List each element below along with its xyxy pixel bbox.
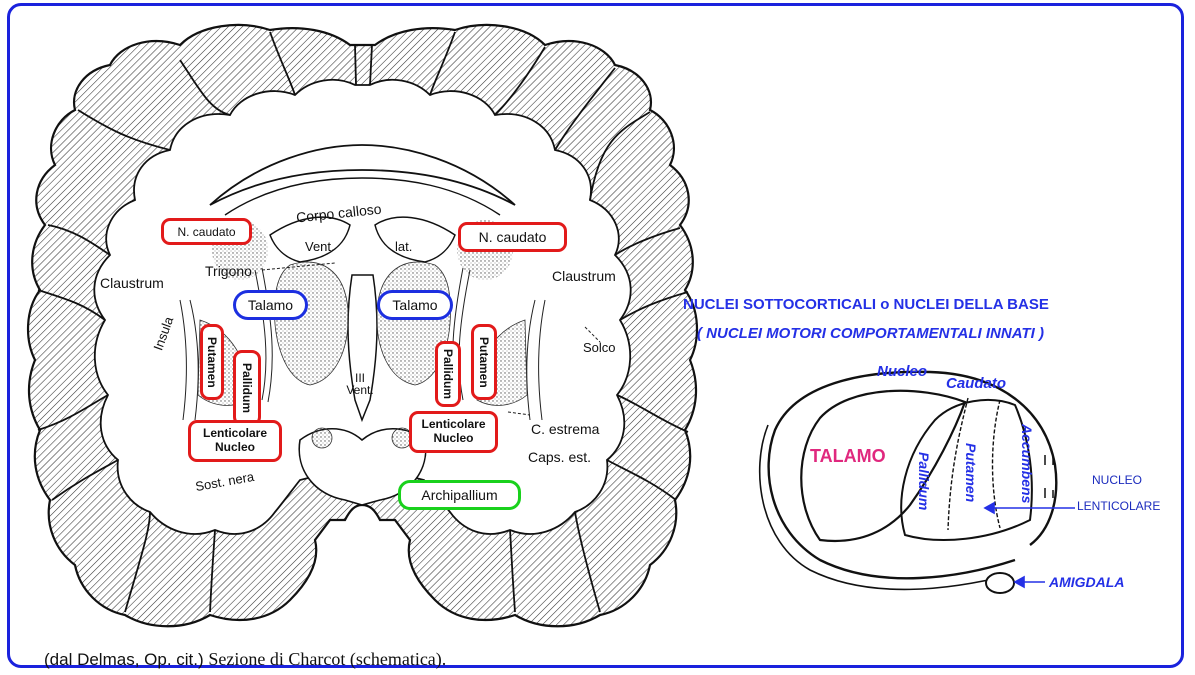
schema-label-nucleo-lenticolare-1: NUCLEO: [1092, 474, 1142, 486]
schema-caudate-outline: [769, 372, 1057, 578]
caption-source: (dal Delmas, Op. cit.): [44, 650, 204, 669]
schema-label-caudato: Caudato: [946, 376, 1006, 391]
caption-title: Sezione di Charcot (schematica).: [208, 649, 446, 669]
schema-label-nucleo: Nucleo: [877, 364, 927, 379]
schema-label-talamo: TALAMO: [810, 447, 886, 465]
schema-label-nucleo-lenticolare-2: LENTICOLARE: [1077, 500, 1160, 512]
schema-amygdala: [986, 573, 1014, 593]
schema-label-amigdala: AMIGDALA: [1049, 575, 1124, 589]
schema-label-accumbens: Accumbens: [1020, 424, 1034, 503]
schema-label-pallidum: Pallidum: [917, 452, 931, 510]
schema-label-putamen: Putamen: [964, 443, 978, 502]
schema-small-marks: [1045, 455, 1053, 498]
figure-caption: (dal Delmas, Op. cit.) Sezione di Charco…: [44, 649, 446, 670]
